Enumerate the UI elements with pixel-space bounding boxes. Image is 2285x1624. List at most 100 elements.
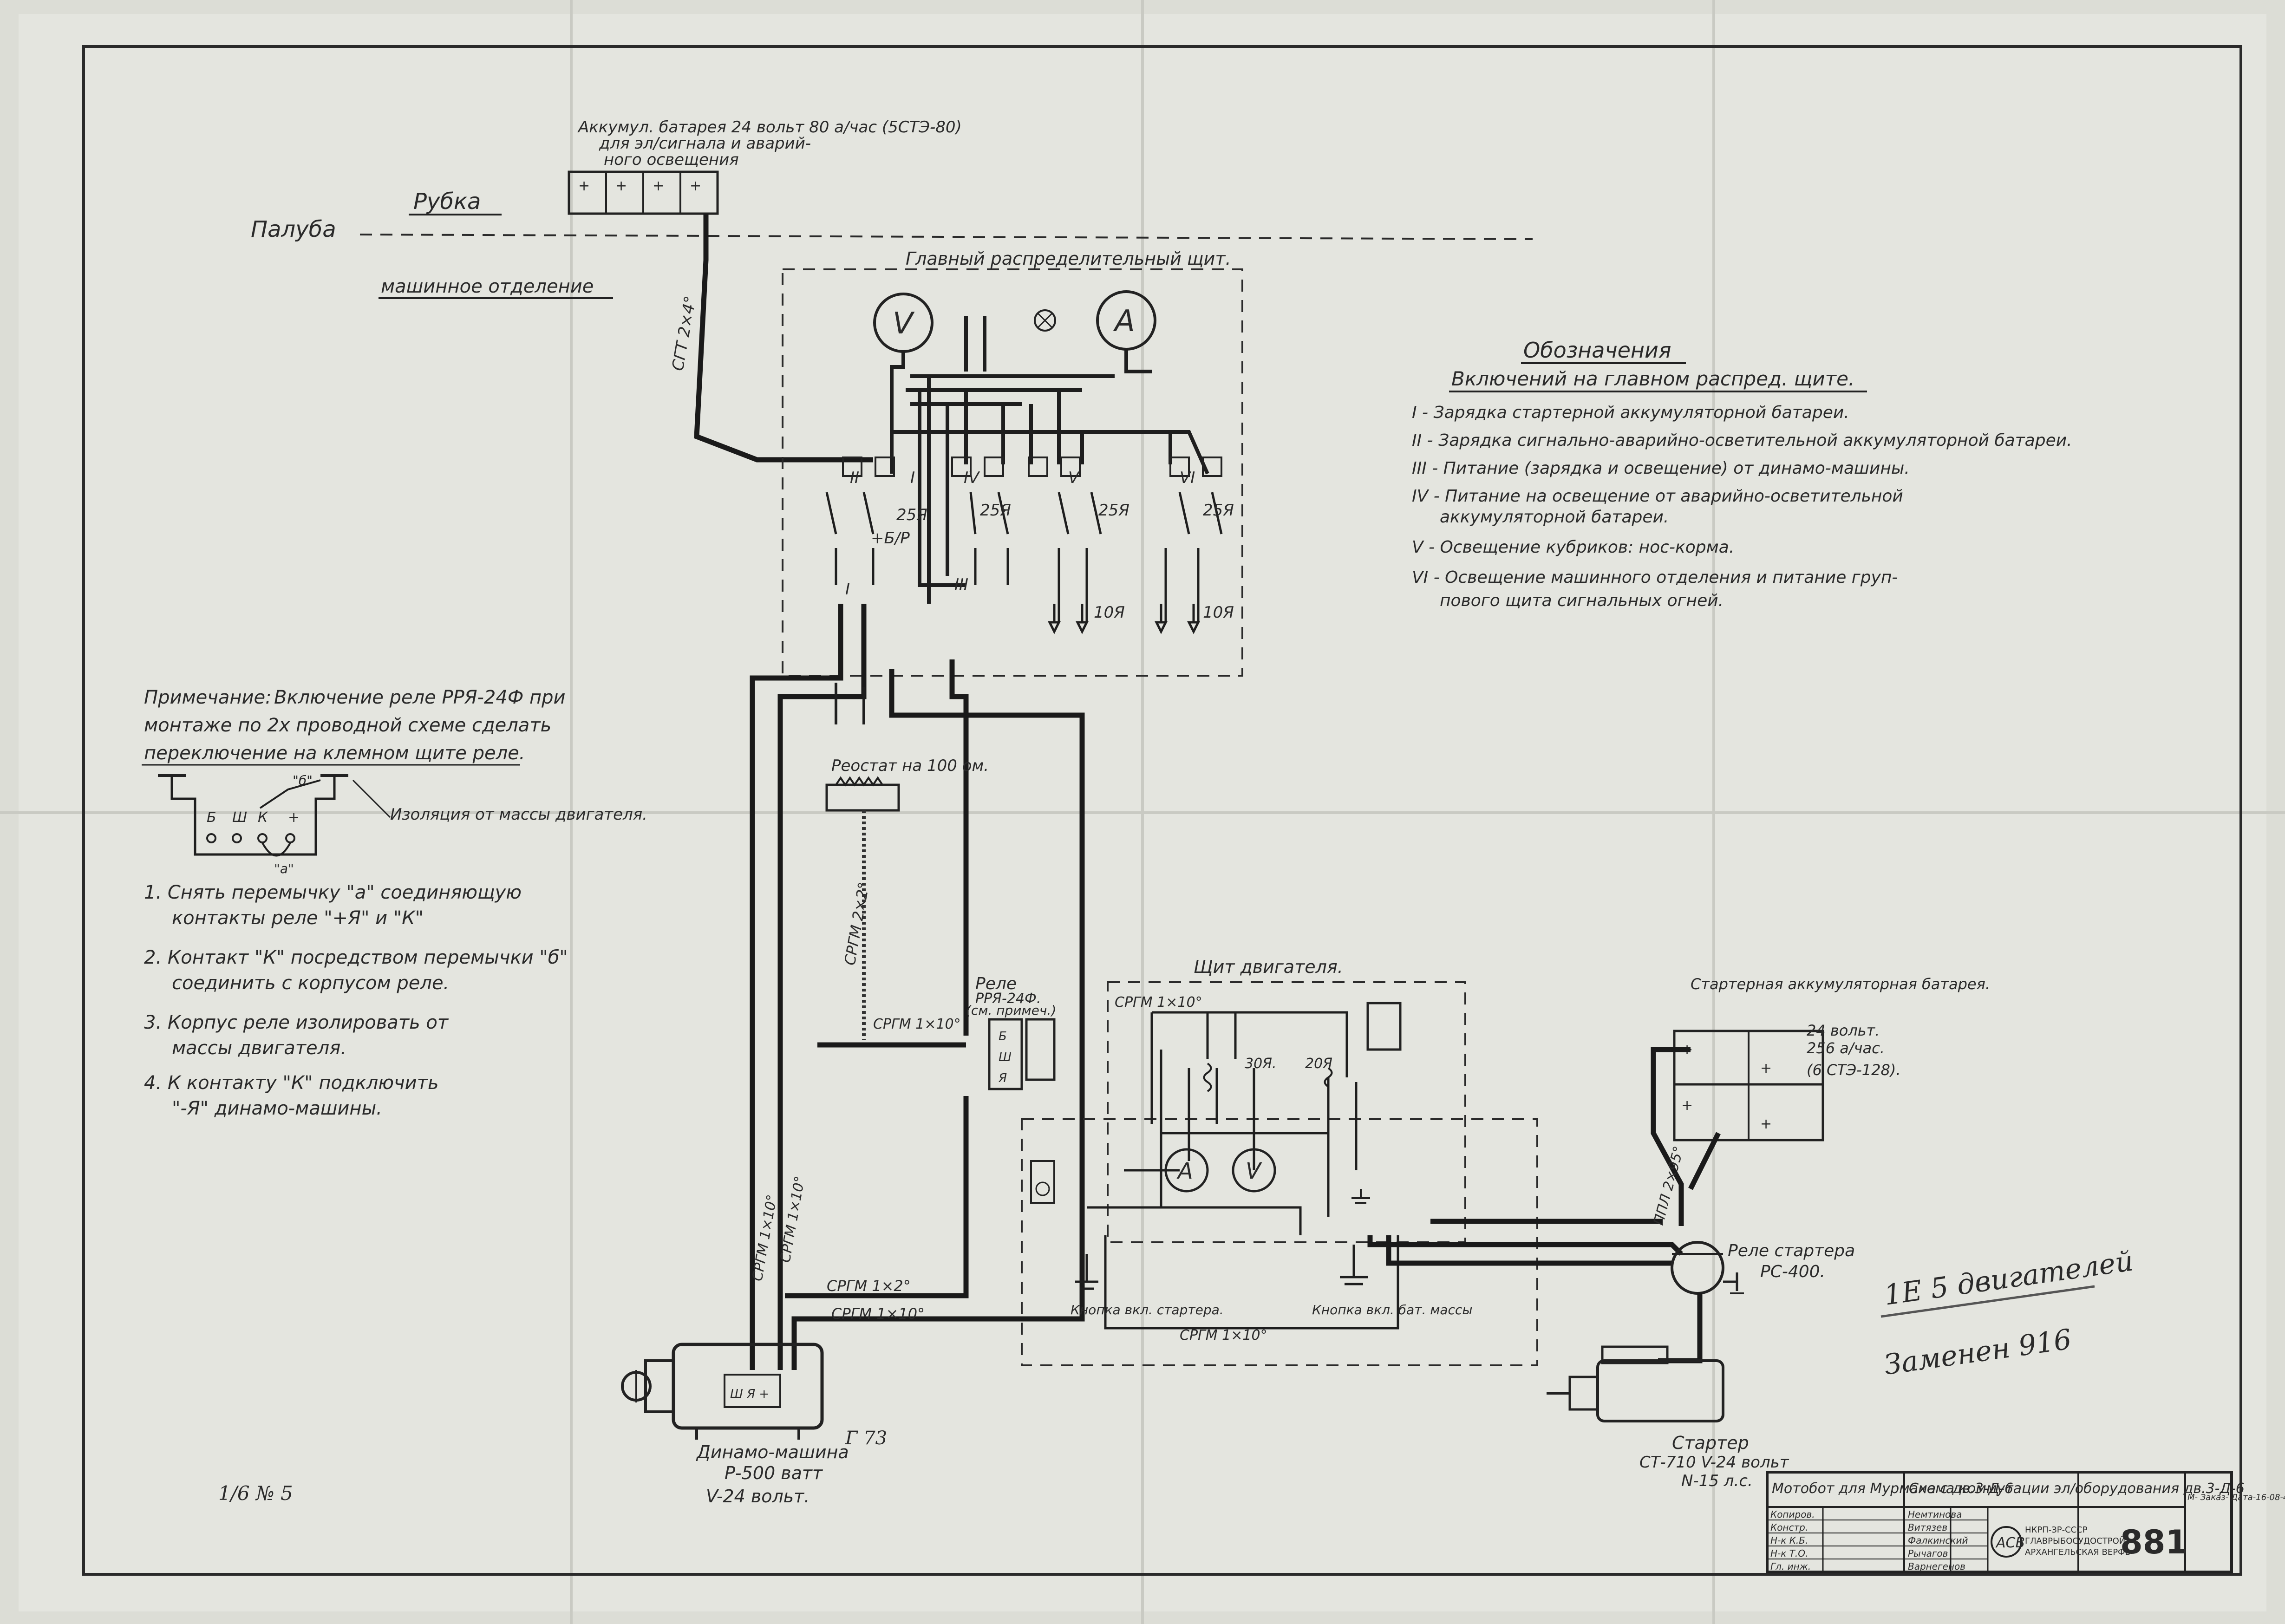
note-step: 1. Снять перемычку "а" соединяющую [144,882,522,903]
rheostat [825,776,900,1040]
relay-label: Реле [975,974,1017,993]
note-step: 3. Корпус реле изолировать от [144,1012,449,1033]
pencil-note-3: Г 73 [845,1428,887,1449]
machine-room-label: машинное отделение [381,276,594,297]
starter-button [1075,1254,1098,1290]
legend-item: аккумуляторной батареи. [1440,508,1669,527]
relay-rrya: Б Ш Я [988,1018,1056,1090]
title-block: АСВ [1766,1471,2233,1573]
title-name: Рычагов [1908,1548,1948,1559]
engine-voltmeter: V [1232,1148,1276,1193]
title-role: Копиров. [1770,1509,1815,1520]
starter-battery-label-4: (6 СТЭ-128). [1807,1061,1901,1079]
starter-label: Стартер [1672,1433,1749,1453]
pencil-note-4: 1/6 № 5 [218,1482,293,1505]
insulation-label: Изоляция от массы двигателя. [390,805,647,824]
dynamo-machine: Ш Я + [621,1343,824,1440]
title-object: Мотобот для Мурмана с дв.3-Д-6 [1772,1481,2013,1497]
starter-battery: + + + + [1673,1030,1824,1141]
svg-text:+: + [690,178,701,194]
svg-text:АСВ: АСВ [1995,1535,2025,1551]
note-line: Включение реле РРЯ-24Ф при [274,687,566,708]
starter-relay-type: РС-400. [1760,1262,1825,1281]
svg-text:II: II [850,469,859,487]
legend-item: IV - Питание на освещение от аварийно-ос… [1412,487,1903,506]
dynamo-label-2: Р-500 ватт [725,1463,823,1483]
svg-text:"а": "а" [274,861,294,876]
battery-top-label-2: для эл/сигнала и аварий- [599,134,811,153]
legend-item: I - Зарядка стартерной аккумуляторной ба… [1412,403,1849,422]
note-title: Примечание: [144,687,272,708]
fuse-10-a: 10Я [1094,603,1125,622]
drawing-frame [82,45,2242,1576]
note-step: соединить с корпусом реле. [172,972,449,994]
ground-icon [1351,1189,1370,1204]
title-drawing: Схема коммутации эл/оборудования дв.3-Д-… [1909,1481,2245,1497]
note-step: контакты реле "+Я" и "К" [172,907,424,929]
note-step: массы двигателя. [172,1037,346,1059]
switch-group: II I IV V VI 25Я 25Я 25Я 25Я +Б/Р I III … [825,457,1234,634]
legend-list: I - Зарядка стартерной аккумуляторной ба… [1412,403,2072,610]
svg-text:Ш: Ш [999,1050,1012,1064]
cable-sgrm-1x10-relay: СРГМ 1×10° [873,1016,961,1032]
mass-button [1340,1245,1368,1285]
legend-item: VI - Освещение машинного отделения и пит… [1412,568,1898,587]
fuse-25-b: 25Я [980,501,1011,520]
fuse-20 [1324,1067,1333,1088]
fuse-25-a: 25Я [896,506,927,524]
lamp-main [1034,309,1056,332]
starter-motor [1547,1345,1724,1422]
starter-battery-cable [1651,1047,1721,1226]
svg-text:A: A [1113,304,1135,339]
note-step: 2. Контакт "К" посредством перемычки "б" [144,947,568,968]
legend-subtitle: Включений на главном распред. щите. [1451,367,1854,390]
drawing-number: 881 [2120,1523,2188,1561]
title-role: Н-к К.Б. [1770,1535,1808,1546]
fuse-10-b: 10Я [1203,603,1234,622]
cable-sgrm-1x10-label: СРГМ 1×10° [831,1305,925,1323]
engine-panel [1107,981,1466,1243]
top-battery: ++ ++ [568,170,719,215]
svg-text:К: К [258,809,268,826]
legend-title: Обозначения [1523,338,1671,363]
note-steps: 1. Снять перемычку "а" соединяющую конта… [144,882,568,1119]
starter-battery-label: Стартерная аккумуляторная батарея. [1691,975,1990,993]
svg-text:+Б/Р: +Б/Р [871,529,910,548]
legend-item: пового щита сигнальных огней. [1440,591,1724,610]
dynamo-label-3: V-24 вольт. [706,1486,810,1507]
relay-note-label: (см. примеч.) [966,1003,1056,1018]
svg-text:+: + [653,178,664,194]
svg-text:Ш Я +: Ш Я + [730,1387,769,1401]
note-step: "-Я" динамо-машины. [172,1098,382,1119]
starter-label-3: N-15 л.с. [1681,1472,1753,1490]
battery-top-label-3: ного освещения [604,150,739,169]
voltmeter-main: V [873,293,934,353]
title-role: Констр. [1770,1522,1808,1533]
starter-battery-label-2: 24 вольт. [1807,1022,1880,1039]
title-name: Варнегенов [1908,1561,1965,1572]
svg-text:+: + [288,809,300,826]
svg-text:+: + [615,178,627,194]
legend-item: III - Питание (зарядка и освещение) от д… [1412,459,1910,478]
svg-text:VI: VI [1180,469,1195,487]
engine-panel-title: Щит двигателя. [1194,957,1343,977]
svg-text:+: + [1760,1060,1772,1076]
svg-text:V: V [1068,469,1080,487]
engine-ammeter: A [1164,1148,1209,1193]
fuse-30-label: 30Я. [1245,1056,1277,1072]
note-line: монтаже по 2х проводной схеме сделать [144,715,551,736]
title-name: Фалкинский [1908,1535,1968,1546]
fuse-25-d: 25Я [1203,501,1234,520]
relay-type-label: РРЯ-24Ф. [975,991,1041,1007]
svg-text:V: V [893,307,915,341]
title-corner: М- Заказ- Дата-16-08-40 [2187,1493,2285,1502]
rubka-label: Рубка [413,189,481,215]
engine-lamp [1030,1160,1055,1204]
mass-button-label: Кнопка вкл. бат. массы [1312,1302,1472,1317]
rheostat-label: Реостат на 100 ом. [831,757,989,775]
title-name: Витязев [1908,1522,1947,1533]
battery-cable [694,214,873,463]
svg-text:A: A [1176,1158,1193,1184]
cable-sgrm-bottom: СРГМ 1×10° [1180,1327,1267,1344]
